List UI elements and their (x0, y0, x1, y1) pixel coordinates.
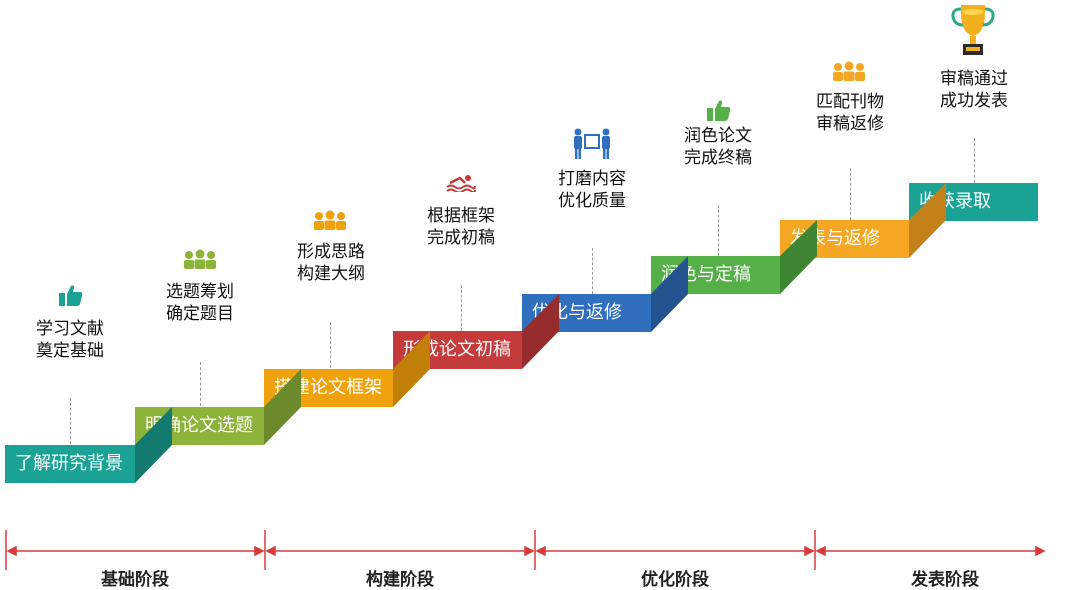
dashed-line-5 (592, 248, 593, 294)
desc-7-line1: 匹配刊物 (816, 92, 884, 112)
riser-4 (522, 294, 559, 369)
riser-3 (393, 331, 430, 407)
thumbs-up-icon (59, 285, 83, 306)
desc-3-line1: 形成思路 (297, 242, 365, 262)
dashed-line-6 (718, 205, 719, 256)
phase-label-3: 优化阶段 (641, 570, 709, 590)
phase-label-1: 基础阶段 (101, 570, 169, 590)
desc-2-line1: 选题筹划 (166, 282, 234, 302)
phase-label-4: 发表阶段 (911, 570, 979, 590)
desc-4: 根据框架 完成初稿 (396, 205, 526, 249)
desc-2: 选题筹划 确定题目 (135, 281, 265, 325)
swimmer-icon (446, 175, 476, 192)
group-icon-2 (314, 210, 346, 230)
group-icon-3 (833, 61, 865, 81)
riser-1b (135, 407, 172, 483)
riser-5 (651, 256, 688, 332)
desc-7-line2: 审稿返修 (816, 114, 884, 134)
dashed-line-2 (200, 362, 201, 406)
desc-3-line2: 构建大纲 (297, 264, 365, 284)
group-icon (184, 249, 216, 269)
riser-6 (780, 220, 817, 294)
desc-1: 学习文献 奠定基础 (5, 318, 135, 362)
desc-7: 匹配刊物 审稿返修 (785, 91, 915, 135)
desc-1-line2: 奠定基础 (36, 341, 104, 361)
phase-label-2: 构建阶段 (366, 570, 434, 590)
desc-6: 润色论文 完成终稿 (653, 125, 783, 169)
trophy-icon (951, 5, 995, 55)
desc-5-line2: 优化质量 (558, 191, 626, 211)
dashed-line-7 (850, 168, 851, 220)
movers-icon (574, 128, 610, 159)
dashed-line-3 (330, 322, 331, 368)
dashed-line-1 (70, 398, 71, 444)
desc-4-line2: 完成初稿 (427, 228, 495, 248)
dashed-line-8 (974, 138, 975, 183)
desc-2-line2: 确定题目 (166, 304, 234, 324)
desc-5-line1: 打磨内容 (558, 169, 626, 189)
desc-4-line1: 根据框架 (427, 206, 495, 226)
desc-8-line1: 审稿通过 (940, 69, 1008, 89)
desc-6-line1: 润色论文 (684, 126, 752, 146)
desc-1-line1: 学习文献 (36, 319, 104, 339)
desc-5: 打磨内容 优化质量 (527, 168, 657, 212)
step-bar-1: 了解研究背景 (5, 445, 135, 483)
desc-8-line2: 成功发表 (940, 91, 1008, 111)
riser-7 (909, 183, 946, 258)
riser-2 (264, 369, 301, 445)
desc-8: 审稿通过 成功发表 (909, 68, 1039, 112)
thumbs-up-icon-2 (707, 100, 731, 121)
dashed-line-4 (461, 285, 462, 331)
desc-6-line2: 完成终稿 (684, 148, 752, 168)
desc-3: 形成思路 构建大纲 (266, 241, 396, 285)
